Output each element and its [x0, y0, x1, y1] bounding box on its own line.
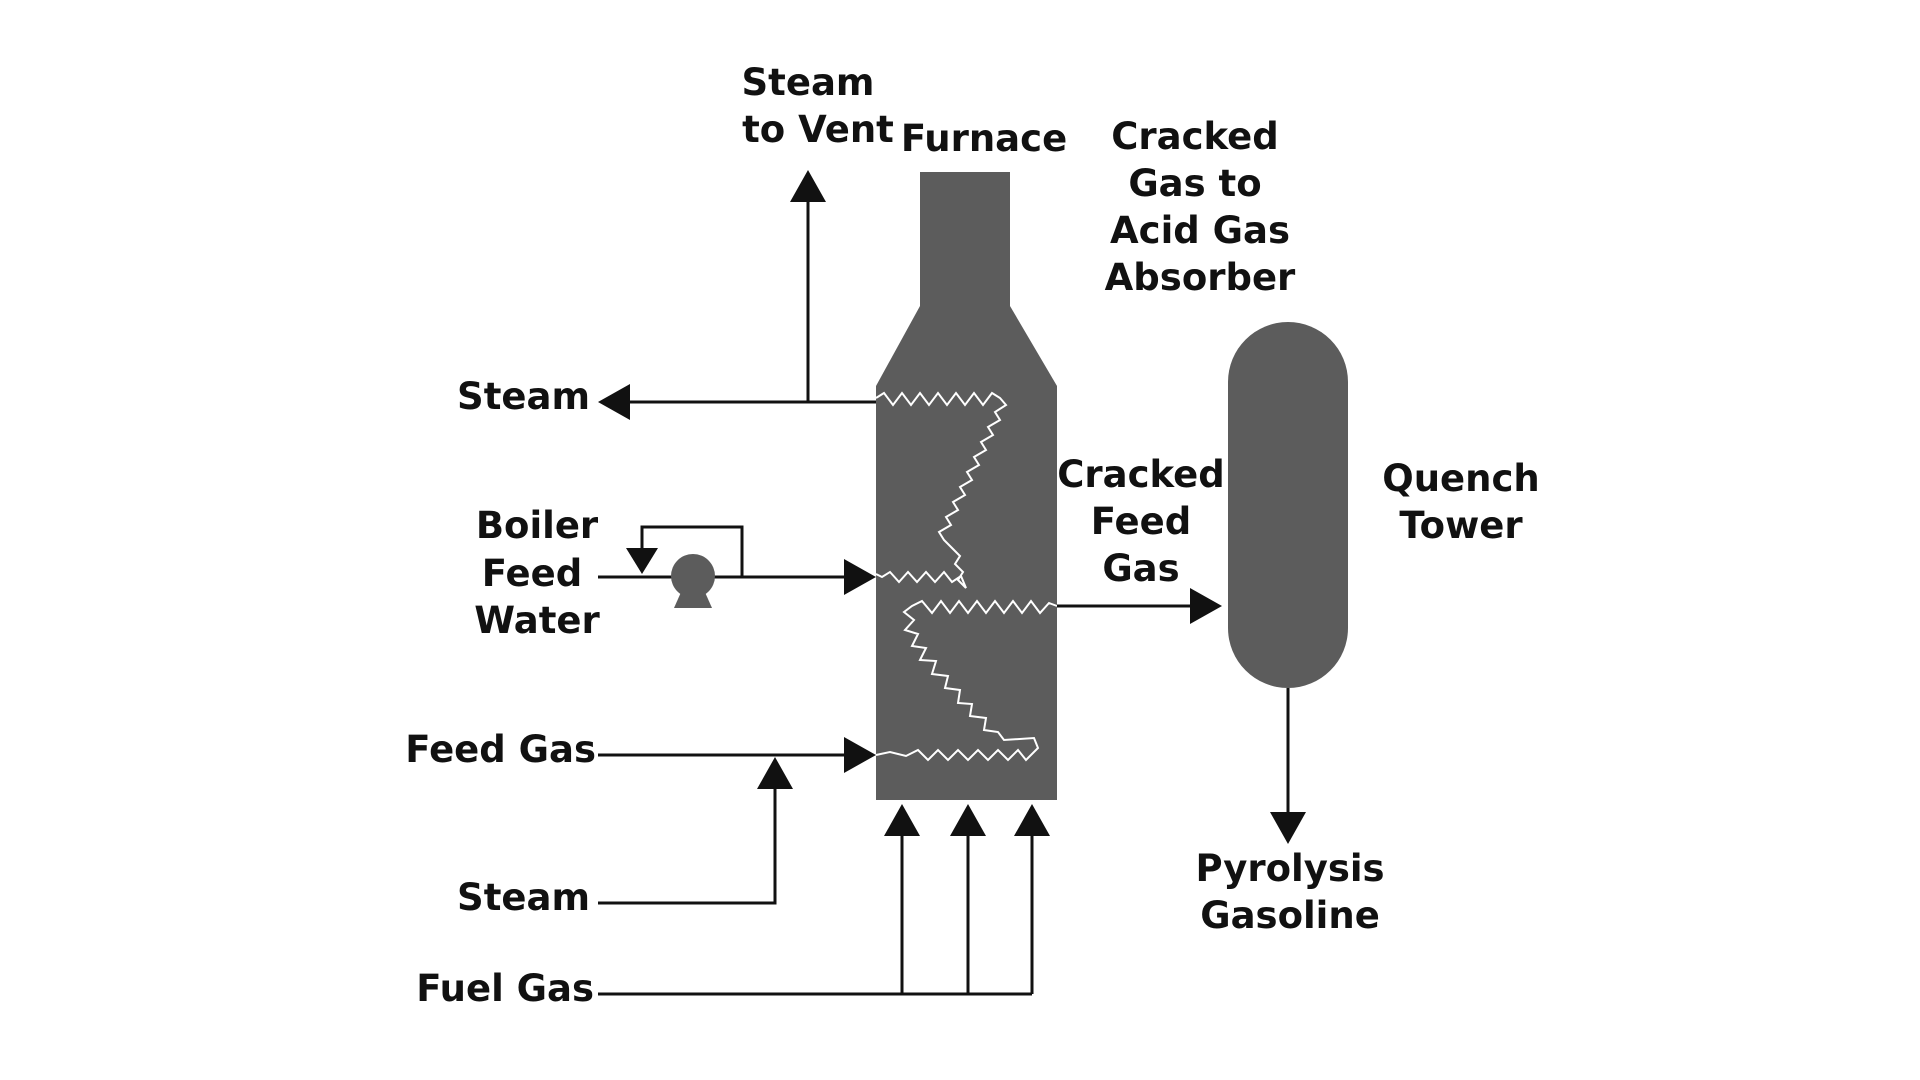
label-cracked-feed-gas-2: Feed: [1091, 500, 1191, 543]
label-cracked-gas-1: Cracked: [1111, 115, 1279, 158]
arrow-up-icon: [950, 804, 986, 836]
label-steam-to-vent-2: to Vent: [742, 108, 894, 151]
arrow-up-icon: [790, 170, 826, 202]
quench-tower: [1228, 322, 1348, 688]
label-cracked-feed-gas-3: Gas: [1102, 547, 1179, 590]
label-steam-out: Steam: [457, 375, 590, 418]
cracking-coil: [875, 599, 1058, 762]
furnace-stack: [920, 172, 1010, 306]
fuel-gas-line: [598, 804, 1050, 996]
label-cracked-feed-gas-1: Cracked: [1057, 453, 1225, 496]
label-cracked-gas-2: Gas to: [1128, 162, 1261, 205]
arrow-right-icon: [1190, 588, 1222, 624]
arrow-right-icon: [844, 737, 876, 773]
steam-coil: [875, 391, 1008, 589]
label-steam-in: Steam: [457, 876, 590, 919]
label-boiler-feed-1: Boiler: [476, 504, 599, 547]
cracked-feed-gas-line: [1057, 588, 1222, 624]
steam-outlet-line: [598, 170, 876, 420]
furnace: [875, 172, 1058, 800]
arrow-down-icon: [1270, 812, 1306, 844]
feed-gas-line: [598, 737, 876, 905]
furnace-firebox: [876, 306, 1057, 800]
label-quench-2: Tower: [1399, 504, 1523, 547]
boiler-feed-water-line: [598, 525, 876, 608]
arrow-right-icon: [844, 559, 876, 595]
label-furnace: Furnace: [901, 117, 1067, 160]
arrow-up-icon: [757, 757, 793, 789]
label-boiler-feed-2: Feed: [482, 552, 582, 595]
pyrolysis-gasoline-line: [1270, 688, 1306, 844]
label-pyrolysis-1: Pyrolysis: [1195, 847, 1384, 890]
label-feed-gas: Feed Gas: [405, 728, 596, 771]
label-quench-1: Quench: [1382, 457, 1540, 500]
arrow-left-icon: [598, 384, 630, 420]
arrow-down-icon: [626, 548, 658, 574]
label-boiler-feed-3: Water: [474, 599, 600, 642]
label-cracked-gas-3: Acid Gas: [1110, 209, 1290, 252]
label-pyrolysis-2: Gasoline: [1200, 894, 1380, 937]
arrow-up-icon: [884, 804, 920, 836]
label-steam-to-vent-1: Steam: [742, 61, 875, 104]
label-cracked-gas-4: Absorber: [1105, 256, 1296, 299]
label-fuel-gas: Fuel Gas: [416, 967, 594, 1010]
pump-icon: [671, 554, 715, 608]
arrow-up-icon: [1014, 804, 1050, 836]
